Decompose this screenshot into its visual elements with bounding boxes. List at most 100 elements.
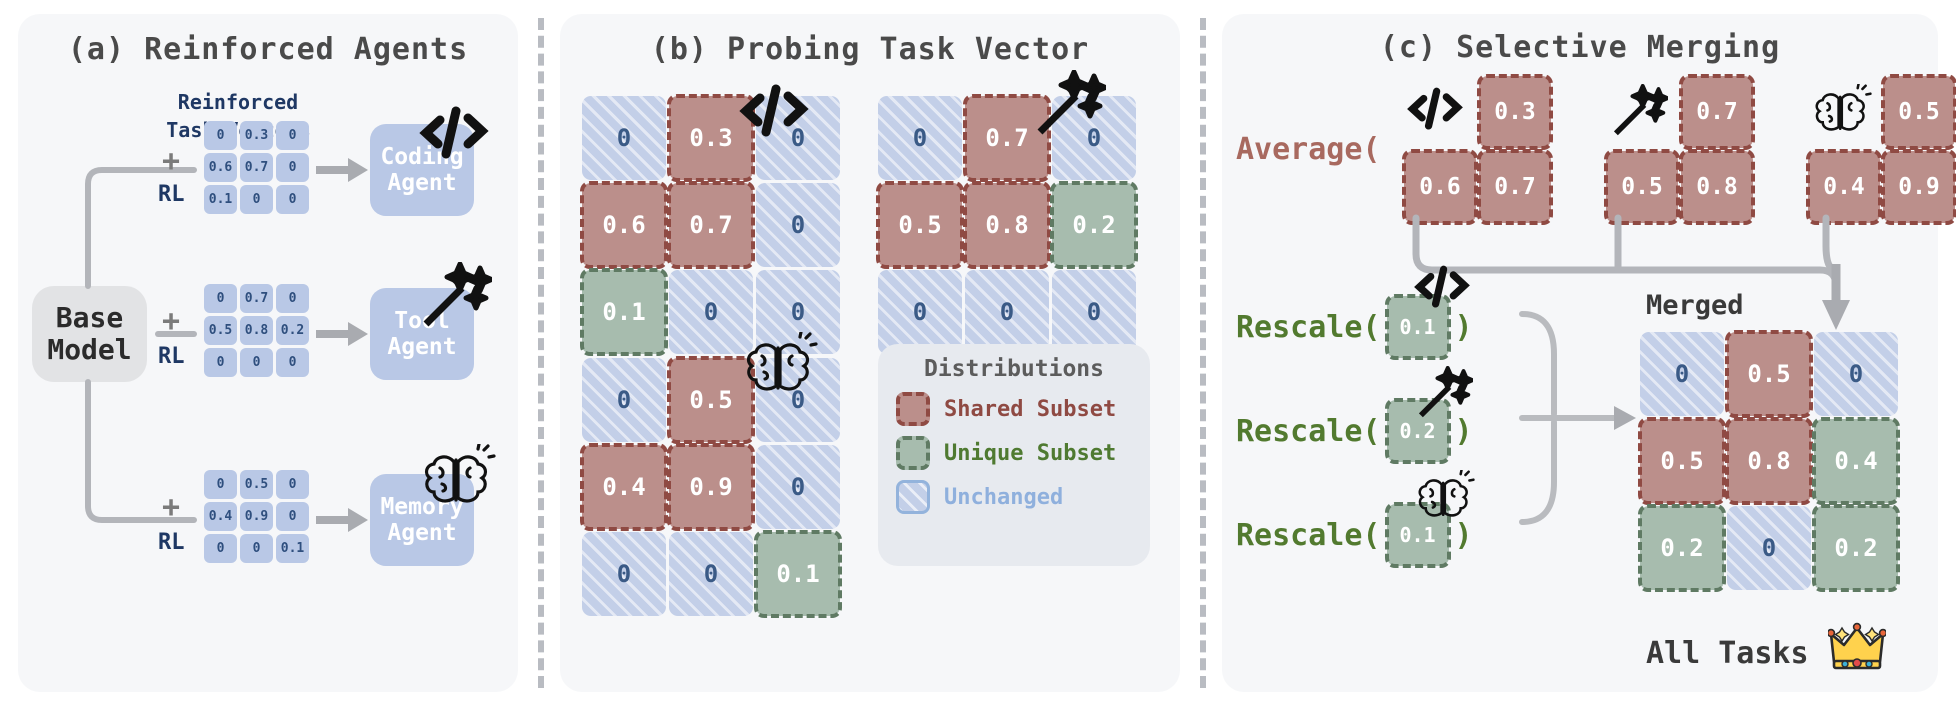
panel-divider-1 [538, 18, 544, 688]
rl-label-3: RL [158, 530, 185, 555]
base-model-line1: Base [55, 300, 124, 334]
rescale-cell-wrapper: 0.2 [1384, 365, 1475, 464]
matrix-cell-unique: 0.2 [1814, 506, 1898, 590]
average-label-open: Average( [1236, 132, 1381, 167]
tv-cell: 0 [240, 348, 273, 377]
tv-cell: 0.9 [240, 502, 273, 531]
rescale-cell-wrapper: 0.1 [1384, 468, 1475, 568]
matrix-cell-unchanged: 0 [965, 270, 1049, 354]
tv-cell: 0 [276, 348, 309, 377]
tv-cell: 0 [276, 121, 309, 150]
tv-cell: 0 [240, 185, 273, 214]
rl-label-2: RL [158, 344, 185, 369]
panel-divider-2 [1200, 18, 1206, 688]
rescale-row: Rescale(0.1) [1236, 468, 1475, 568]
matrix-cell-shared: 0.7 [965, 96, 1049, 180]
rescale-label-open: Rescale( [1236, 309, 1381, 345]
rescale-row: Rescale(0.2) [1236, 365, 1475, 464]
matrix-cell-shared: 0.8 [965, 183, 1049, 267]
legend-label-shared: Shared Subset [944, 396, 1117, 422]
rescale-label-close: ) [1454, 413, 1473, 449]
matrix-cell-unchanged: 0 [1640, 332, 1724, 416]
matrix-cell-shared: 0.4 [582, 445, 666, 529]
tv-cell: 0.8 [240, 316, 273, 345]
base-model-line2: Model [47, 333, 132, 366]
plus-sign-3: + [162, 490, 181, 525]
code-icon [1413, 262, 1471, 316]
tv-cell: 0.5 [240, 470, 273, 499]
task-vectors-header-line1: Reinforced [177, 90, 299, 114]
legend-title: Distributions [923, 356, 1104, 382]
matrix-cell-unique: 0.2 [1640, 506, 1724, 590]
matrix-cell-unchanged: 0 [756, 358, 840, 442]
coding-agent-box[interactable]: Coding Agent [370, 124, 474, 216]
tv-cell: 0.1 [276, 534, 309, 563]
memory-agent-box[interactable]: Memory Agent [370, 474, 474, 566]
rl-label-1: RL [158, 182, 185, 207]
legend-item-shared: Shared Subset [896, 392, 1132, 426]
rescale-cell-unique: 0.1 [1386, 504, 1449, 566]
matrix-cell-unique: 0.4 [1814, 419, 1898, 503]
average-cell-bottom-right: 0.8 [1681, 151, 1753, 223]
brain-icon [1413, 468, 1475, 530]
legend-label-unchanged: Unchanged [944, 484, 1064, 510]
rescale-label-open: Rescale( [1236, 413, 1381, 449]
magic-wand-icon [1608, 83, 1670, 144]
magic-wand-icon [423, 262, 492, 327]
matrix-cell-unique: 0.2 [1052, 183, 1136, 267]
tv-cell: 0 [204, 470, 237, 499]
average-cell-top: 0.7 [1681, 76, 1753, 148]
matrix-cell-unique: 0.1 [756, 532, 840, 616]
matrix-cell-unchanged: 0 [582, 96, 666, 180]
average-to-merged-connectors [1412, 214, 1850, 525]
brain-icon [746, 332, 818, 391]
average-cell-bottom-left: 0.4 [1808, 151, 1880, 223]
matrix-cell-shared: 0.5 [878, 183, 962, 267]
tool-agent-box[interactable]: Tool Agent [370, 288, 474, 380]
rescale-label-close: ) [1454, 309, 1473, 345]
tv-cell: 0 [276, 470, 309, 499]
matrix-cell-shared: 0.5 [1727, 332, 1811, 416]
tv-cell: 0 [276, 185, 309, 214]
tv-cell: 0.6 [204, 153, 237, 182]
tv-cell: 0 [276, 502, 309, 531]
code-icon [419, 106, 489, 159]
rescale-cell-unique: 0.1 [1386, 296, 1449, 358]
rescale-label-open: Rescale( [1236, 517, 1381, 553]
plus-sign-2: + [162, 304, 181, 339]
matrix-cell-unchanged: 0 [878, 96, 962, 180]
legend-swatch-unique [896, 436, 930, 470]
matrix-cell-unchanged: 0 [1814, 332, 1898, 416]
tv-cell: 0.7 [240, 153, 273, 182]
brain-icon [424, 444, 496, 503]
tv-cell: 0.5 [204, 316, 237, 345]
legend-swatch-shared [896, 392, 930, 426]
panel-c-title: (c) Selective Merging [1379, 30, 1781, 65]
matrix-cell-unique: 0.1 [582, 270, 666, 354]
average-cell-bottom-left: 0.5 [1606, 151, 1678, 223]
base-model-box[interactable]: Base Model [32, 286, 147, 382]
matrix-cell-shared: 0.8 [1727, 419, 1811, 503]
brain-icon [1810, 82, 1872, 144]
magic-wand-icon [1037, 70, 1106, 135]
code-icon [739, 84, 809, 137]
legend-label-unique: Unique Subset [944, 440, 1117, 466]
tv-cell: 0 [204, 348, 237, 377]
plus-sign-1: + [162, 144, 181, 179]
matrix-cell-unchanged: 0 [582, 358, 666, 442]
memory-agent-line2: Agent [387, 520, 457, 546]
memory-agent-line1: Memory [380, 493, 464, 520]
matrix-cell-shared: 0.5 [669, 358, 753, 442]
panel-a-title: (a) Reinforced Agents [67, 32, 469, 67]
matrix-cell-unchanged: 0 [756, 183, 840, 267]
matrix-cell-shared: 0.7 [669, 183, 753, 267]
